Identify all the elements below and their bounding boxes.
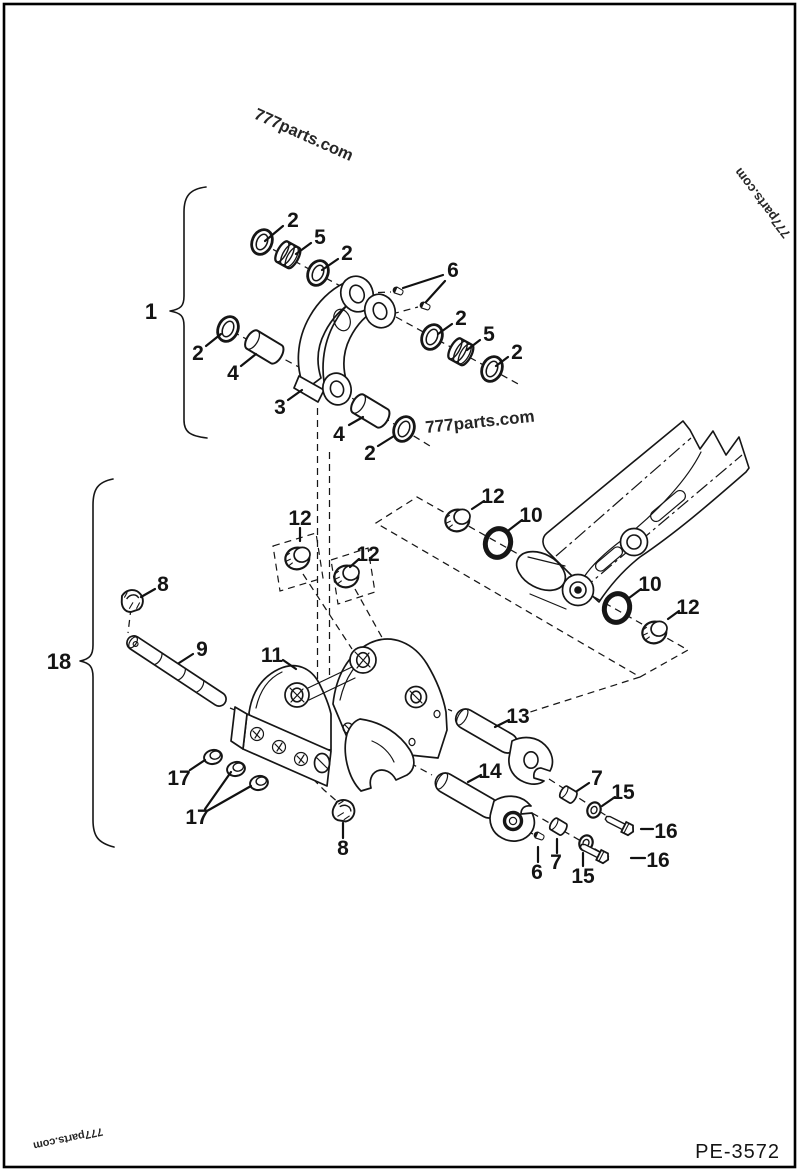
callout-5: 5 xyxy=(483,323,495,346)
callout-8: 8 xyxy=(337,837,349,860)
callout-15: 15 xyxy=(611,781,635,804)
plug-12 xyxy=(638,617,672,647)
ring-2 xyxy=(388,411,420,447)
ring-2 xyxy=(246,224,278,260)
callout-17: 17 xyxy=(185,806,208,829)
clip-8 xyxy=(118,587,146,615)
plug-17 xyxy=(201,747,225,767)
pin-6 xyxy=(418,300,432,312)
callout-4: 4 xyxy=(333,423,345,446)
callout-leaders xyxy=(139,224,681,868)
callout-9: 9 xyxy=(196,638,208,661)
drawing-number: PE-3572 xyxy=(695,1141,780,1163)
callout-14: 14 xyxy=(478,760,502,783)
callout-2: 2 xyxy=(341,242,353,265)
arm-boss xyxy=(515,550,595,610)
bushing-7 xyxy=(547,816,570,838)
callout-17: 17 xyxy=(167,767,190,790)
callout-18: 18 xyxy=(47,649,71,674)
callout-2: 2 xyxy=(364,442,376,465)
plug-12 xyxy=(441,505,475,535)
bushing-4 xyxy=(347,390,394,432)
base-block-ports xyxy=(249,726,309,767)
near-plate-hub xyxy=(284,682,310,708)
callout-2: 2 xyxy=(192,342,204,365)
callout-6: 6 xyxy=(531,861,543,884)
arm-reference-part xyxy=(515,420,750,610)
washer-15 xyxy=(583,799,605,821)
pin-6 xyxy=(532,830,546,842)
group-1-brace xyxy=(169,186,208,439)
arm-hub xyxy=(619,527,649,557)
clip-8 xyxy=(329,796,358,825)
callout-15: 15 xyxy=(571,865,595,888)
far-plate-hub-2 xyxy=(404,685,428,709)
part-3-swing-link xyxy=(293,275,397,406)
callout-2: 2 xyxy=(455,307,467,330)
o-ring-10 xyxy=(601,591,633,626)
callout-10: 10 xyxy=(638,573,661,596)
seal-5 xyxy=(444,335,478,369)
callout-3: 3 xyxy=(274,396,286,419)
callout-12: 12 xyxy=(676,596,699,619)
plug-12 xyxy=(330,561,364,591)
coupler-body-11 xyxy=(230,638,448,792)
part-6-pins-top xyxy=(391,285,432,312)
callout-8: 8 xyxy=(157,573,169,596)
pin-13 xyxy=(454,708,554,785)
callout-11: 11 xyxy=(261,644,284,667)
callout-1: 1 xyxy=(145,299,157,324)
callout-10: 10 xyxy=(519,504,542,527)
group-18-brace xyxy=(79,478,115,848)
callout-13: 13 xyxy=(506,705,529,728)
callout-labels: 1 2 5 2 6 2 4 3 4 2 2 5 2 8 18 9 12 12 1… xyxy=(47,209,700,888)
callout-5: 5 xyxy=(314,226,326,249)
ring-2 xyxy=(302,255,334,291)
callout-12: 12 xyxy=(481,485,504,508)
ring-2 xyxy=(416,319,448,355)
part-12-plugs xyxy=(281,505,672,647)
watermark-middle: 777parts.com xyxy=(424,407,535,437)
watermark-bottom-left: 777parts.com xyxy=(32,1125,104,1152)
ring-2 xyxy=(212,311,244,347)
seal-5 xyxy=(271,238,305,272)
callout-16: 16 xyxy=(646,849,669,872)
link-top-hub-1 xyxy=(339,275,375,313)
callout-2: 2 xyxy=(511,341,523,364)
watermark-top: 777parts.com xyxy=(251,105,356,165)
callout-7: 7 xyxy=(550,851,562,874)
callout-2: 2 xyxy=(287,209,299,232)
callout-12: 12 xyxy=(356,543,379,566)
plug-17 xyxy=(247,773,271,793)
bolt-16 xyxy=(602,812,637,838)
watermarks: 777parts.com 777parts.com 777parts.com 7… xyxy=(32,105,794,1151)
callout-16: 16 xyxy=(654,820,677,843)
bushing-7 xyxy=(557,784,580,806)
pin-6 xyxy=(391,285,405,297)
watermark-right: 777parts.com xyxy=(731,165,793,241)
link-top-hub-2 xyxy=(363,293,397,329)
pin-14 xyxy=(434,772,536,842)
callout-7: 7 xyxy=(591,767,603,790)
callout-12: 12 xyxy=(288,507,311,530)
link-bottom-hub xyxy=(322,372,352,406)
far-plate-hub xyxy=(349,646,377,674)
plug-12 xyxy=(281,543,315,573)
callout-4: 4 xyxy=(227,362,239,385)
ring-2 xyxy=(476,351,508,387)
callout-6: 6 xyxy=(447,259,459,282)
pin-9 xyxy=(126,635,227,707)
